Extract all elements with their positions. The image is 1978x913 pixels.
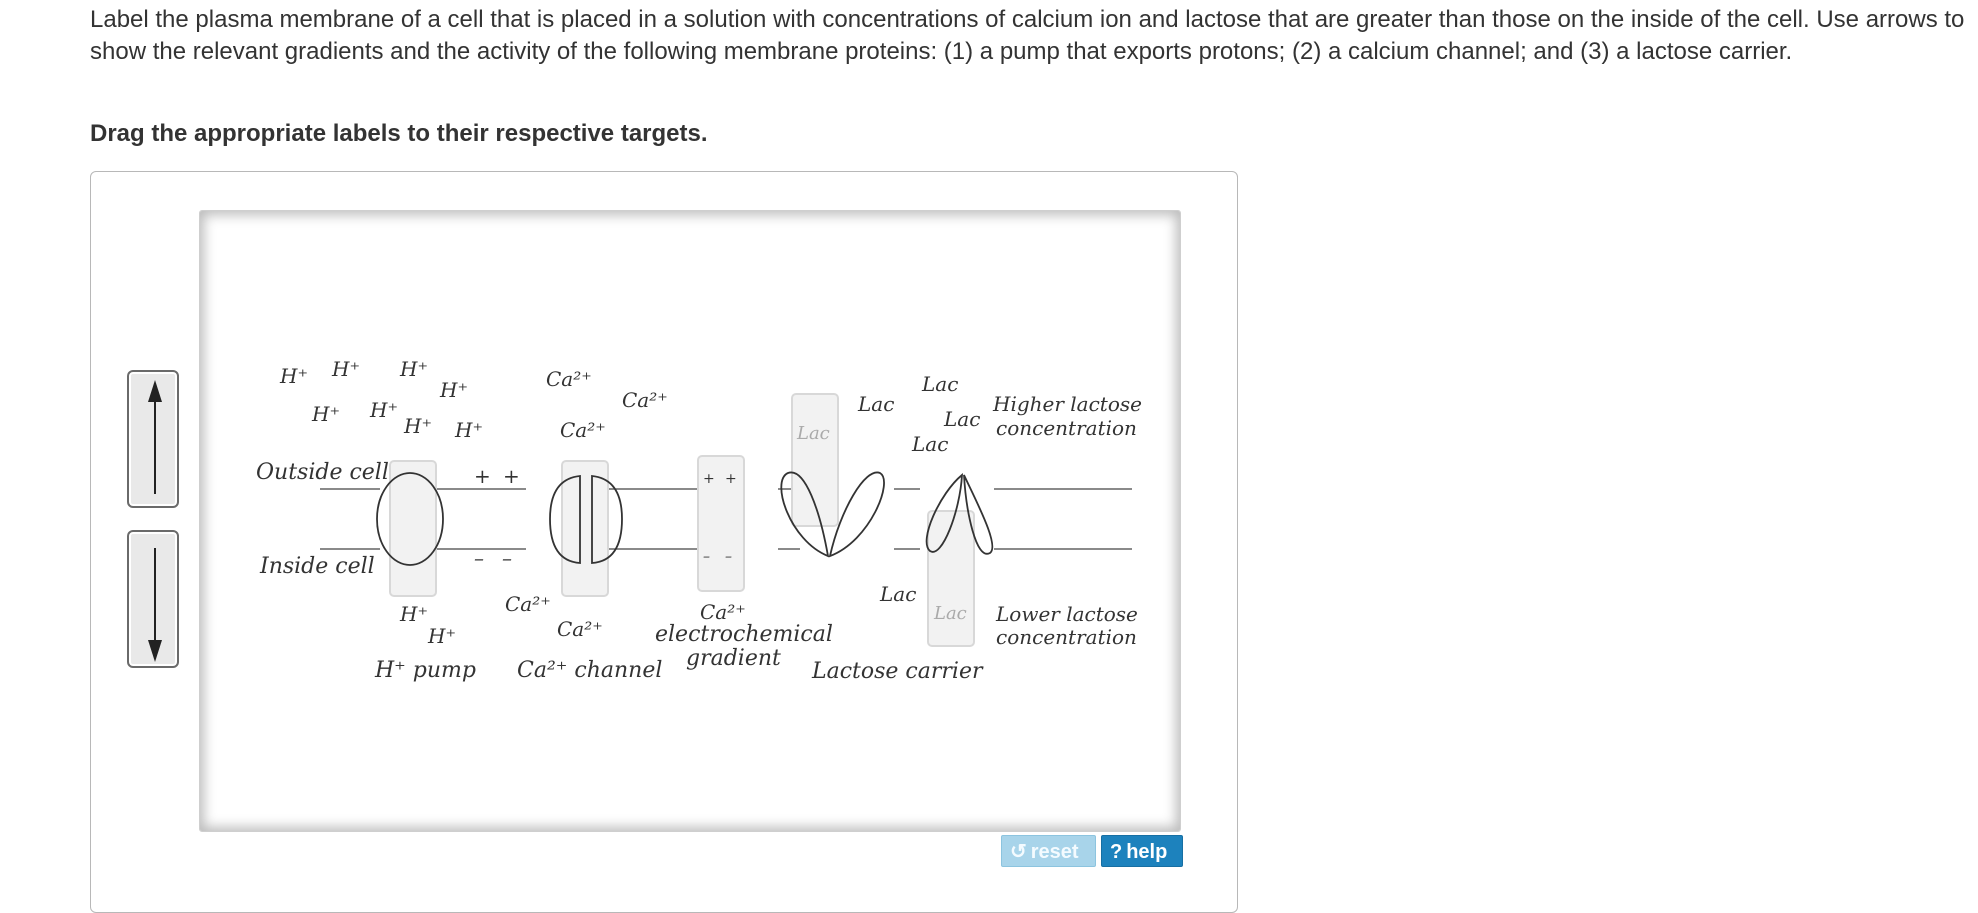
lactose-faded: Lac — [796, 423, 830, 444]
proton-outside: H⁺ — [399, 357, 428, 381]
higher-lactose-label: Higher lactose — [992, 392, 1142, 416]
proton-outside: H⁺ — [454, 418, 483, 442]
plus-charge: + — [474, 464, 491, 488]
proton-outside: H⁺ — [369, 398, 398, 422]
calcium-inside: Ca²⁺ — [700, 600, 746, 624]
proton-outside: H⁺ — [279, 364, 308, 388]
inside-cell-label: Inside cell — [259, 554, 375, 579]
minus-charge: – — [474, 546, 484, 570]
proton-inside: H⁺ — [427, 624, 456, 648]
target-lactose-outside[interactable] — [791, 393, 839, 527]
h-pump-protein — [376, 472, 444, 566]
target-h-pump[interactable] — [389, 460, 437, 597]
calcium-inside: Ca²⁺ — [557, 617, 603, 641]
reset-button[interactable]: ↺reset — [1001, 835, 1096, 867]
help-button[interactable]: ?help — [1101, 835, 1183, 867]
target-lactose-inside[interactable] — [927, 510, 975, 647]
lactose-outside: Lac — [857, 392, 894, 416]
membrane-figure: + + – – + + – – H⁺ H⁺ H⁺ H⁺ H⁺ H⁺ H⁺ H⁺ … — [199, 210, 1181, 832]
minus-charge: – — [502, 546, 512, 570]
reset-icon: ↺ — [1010, 841, 1027, 863]
gradient-label: electrochemical — [655, 622, 833, 647]
higher-lactose-label: concentration — [996, 416, 1137, 440]
work-area: + + – – + + – – H⁺ H⁺ H⁺ H⁺ H⁺ H⁺ H⁺ H⁺ … — [90, 171, 1238, 913]
lactose-faded: Lac — [933, 603, 967, 624]
lactose-outside: Lac — [911, 432, 948, 456]
minus-charge: – — [703, 549, 710, 565]
lactose-outside: Lac — [921, 372, 958, 396]
reset-label: reset — [1030, 841, 1079, 863]
arrow-up-icon — [148, 380, 162, 494]
minus-charge: – — [725, 549, 732, 565]
instructions-text: Label the plasma membrane of a cell that… — [90, 6, 1965, 65]
proton-outside: H⁺ — [311, 402, 340, 426]
h-pump-label: H⁺ pump — [374, 658, 476, 683]
plus-charge: + — [503, 464, 520, 488]
calcium-inside: Ca²⁺ — [505, 592, 551, 616]
lactose-outside: Lac — [943, 407, 980, 431]
lactose-inside: Lac — [879, 582, 916, 606]
target-ca-channel[interactable] — [561, 460, 609, 597]
proton-outside: H⁺ — [439, 378, 468, 402]
lower-lactose-label: Lower lactose — [995, 602, 1138, 626]
proton-outside: H⁺ — [403, 414, 432, 438]
lactose-carrier-protein — [780, 471, 994, 558]
arrow-up-label[interactable] — [127, 370, 179, 508]
help-icon: ? — [1110, 841, 1123, 863]
drag-prompt: Drag the appropriate labels to their res… — [90, 120, 708, 147]
outside-cell-label: Outside cell — [256, 460, 389, 485]
plus-charge: + — [725, 471, 737, 487]
proton-inside: H⁺ — [399, 602, 428, 626]
ca-channel-label: Ca²⁺ channel — [517, 658, 662, 683]
ca-channel-protein — [549, 475, 623, 564]
plasma-membrane — [320, 488, 1132, 550]
lower-lactose-label: concentration — [996, 625, 1137, 649]
proton-outside: H⁺ — [331, 357, 360, 381]
calcium-outside: Ca²⁺ — [622, 388, 668, 412]
arrow-down-label[interactable] — [127, 530, 179, 668]
calcium-outside: Ca²⁺ — [546, 367, 592, 391]
lactose-carrier-label: Lactose carrier — [811, 659, 984, 684]
arrow-down-icon — [148, 548, 162, 662]
gradient-label: gradient — [686, 646, 781, 671]
help-label: help — [1126, 841, 1168, 863]
calcium-outside: Ca²⁺ — [560, 418, 606, 442]
target-ca-gradient[interactable] — [697, 455, 745, 592]
plus-charge: + — [703, 471, 715, 487]
